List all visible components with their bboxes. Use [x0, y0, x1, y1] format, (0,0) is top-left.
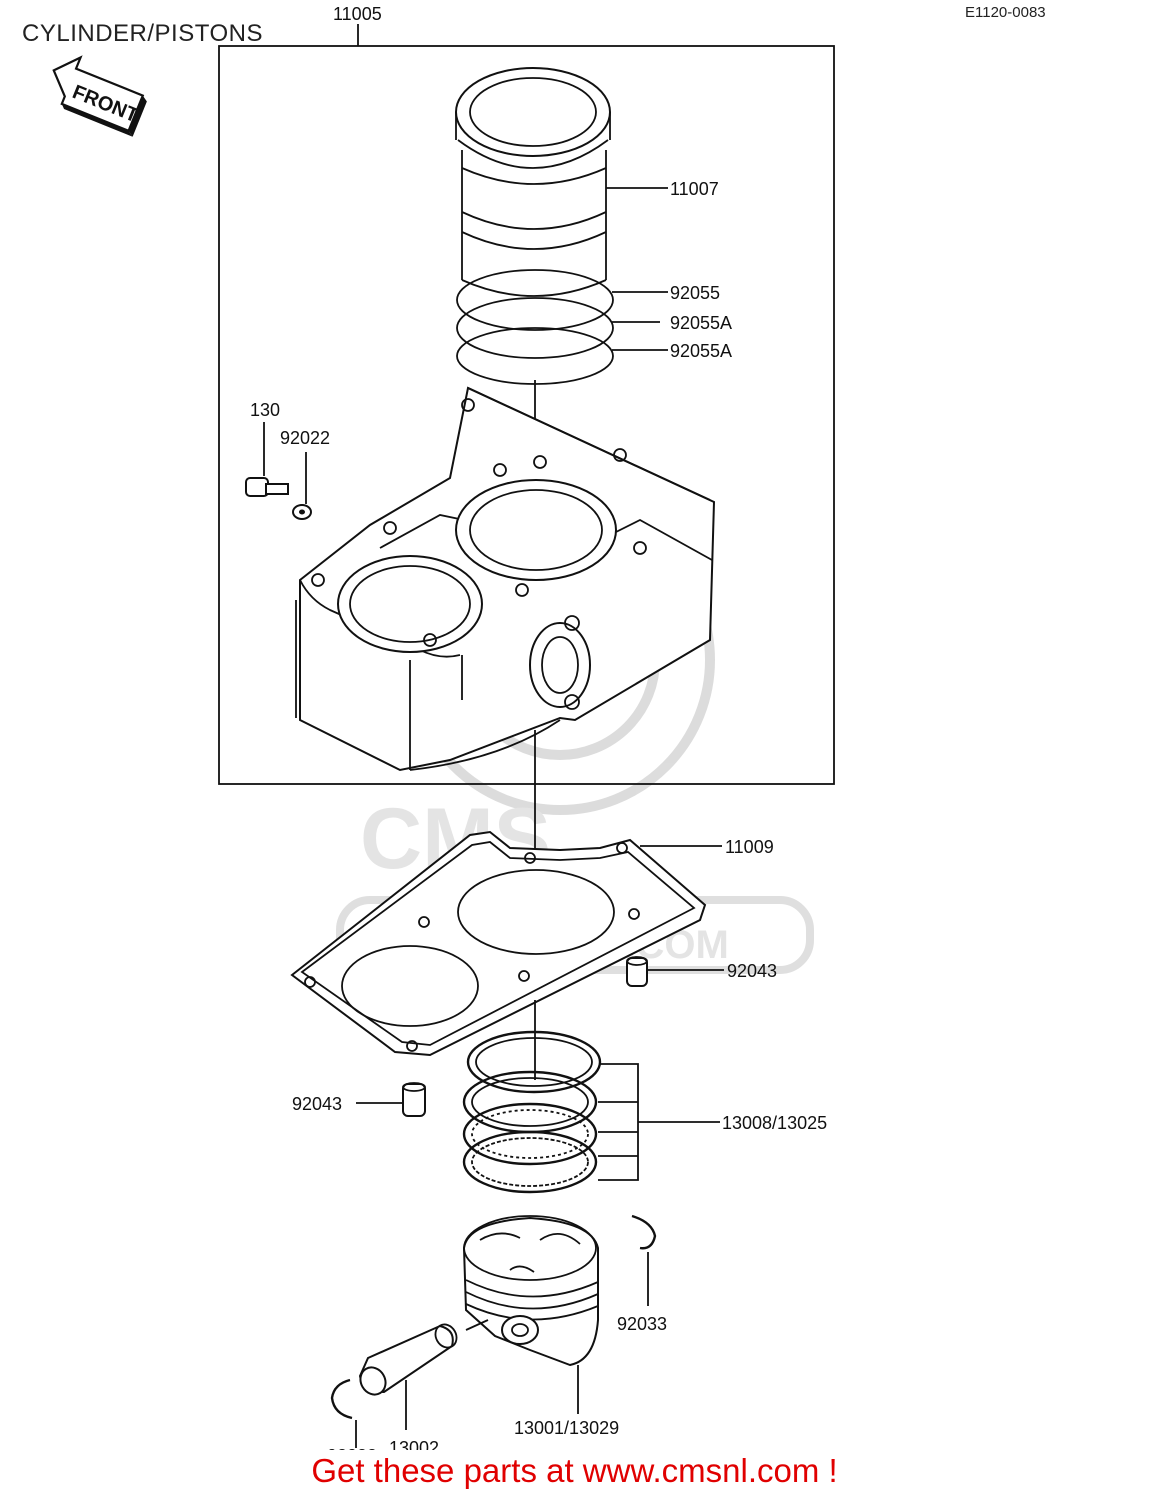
cylinder-assembly-frame: [218, 45, 835, 785]
cylinder-liner: [455, 67, 611, 297]
diagram-code: E1120-0083: [965, 4, 1046, 21]
part-label-13008-13025: 13008/13025: [722, 1113, 827, 1133]
part-label-92033-right: 92033: [617, 1314, 667, 1334]
part-label-92055: 92055: [670, 283, 720, 303]
cylinder-block: [295, 386, 716, 772]
dowel-pin-right: [626, 956, 648, 987]
piston: [462, 1215, 599, 1367]
page-title: CYLINDER/PISTONS: [22, 20, 263, 47]
part-label-92043-right: 92043: [727, 961, 777, 981]
part-label-13002: 13002: [389, 1438, 439, 1450]
piston-pin: [358, 1323, 458, 1396]
part-label-92022: 92022: [280, 428, 330, 448]
part-label-92043-left: 92043: [292, 1094, 342, 1114]
piston-rings-top: [456, 269, 614, 385]
part-label-92033-left: 92033: [327, 1446, 377, 1450]
washer-92022: [292, 452, 312, 520]
part-label-11009: 11009: [725, 837, 774, 857]
part-label-11005: 11005: [333, 4, 382, 24]
dowel-pin-left: [402, 1082, 426, 1117]
part-label-92055a-2: 92055A: [670, 341, 732, 361]
part-label-130: 130: [250, 400, 280, 420]
part-label-13001-13029: 13001/13029: [514, 1418, 619, 1438]
promo-link-text[interactable]: Get these parts at www.cmsnl.com !: [311, 1452, 838, 1489]
bolt-130: [245, 422, 289, 497]
cylinder-base-gasket: [290, 830, 707, 1057]
circlip-right: [631, 1214, 657, 1250]
piston-ring-set: [462, 1030, 602, 1194]
part-label-11007: 11007: [670, 179, 719, 199]
circlip-left: [330, 1378, 353, 1420]
front-arrow-icon: FRONT: [52, 55, 147, 137]
parts-diagram: CMS WWW.CMSNL.COM FRONT 11005 11007 9205…: [52, 4, 835, 1450]
part-label-92055a-1: 92055A: [670, 313, 732, 333]
